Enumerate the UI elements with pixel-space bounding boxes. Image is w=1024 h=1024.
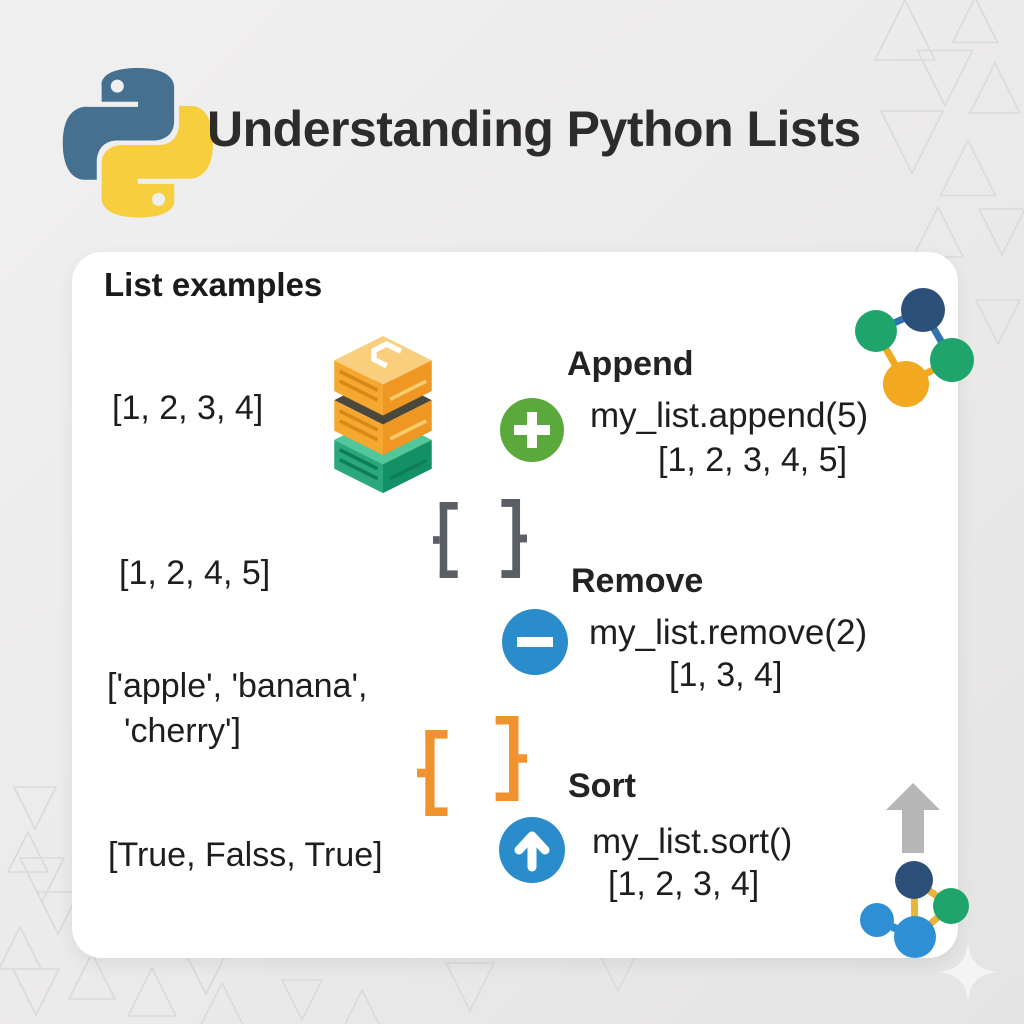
arrow-up-icon: [499, 817, 565, 883]
list-example-numbers: [1, 2, 3, 4]: [112, 389, 264, 427]
plus-icon: [500, 398, 564, 462]
python-logo: [62, 68, 213, 218]
curly-brace-left-orange-icon: [417, 730, 454, 816]
sparkle-icon: [938, 942, 998, 1002]
network-nodes-icon: [855, 288, 974, 407]
minus-icon: [502, 609, 568, 675]
append-result: [1, 2, 3, 4, 5]: [658, 441, 848, 479]
sort-result: [1, 2, 3, 4]: [608, 865, 760, 903]
list-example-strings-line2: 'cherry']: [124, 711, 241, 750]
curly-brace-right-orange-icon: [489, 716, 527, 801]
curly-brace-right-icon: [496, 499, 527, 578]
append-code: my_list.append(5): [590, 396, 869, 435]
list-example-numbers-2: [1, 2, 4, 5]: [119, 554, 271, 592]
list-example-strings: ['apple', 'banana', 'cherry']: [107, 664, 367, 754]
curly-brace-left-icon: [433, 502, 463, 578]
remove-label: Remove: [571, 562, 704, 600]
sort-label: Sort: [568, 767, 636, 805]
list-example-booleans: [True, Falss, True]: [108, 836, 383, 874]
stacked-boxes-icon: [334, 336, 432, 494]
list-example-strings-line1: ['apple', 'banana',: [107, 667, 368, 705]
arrow-up-icon-gray: [886, 783, 940, 853]
page-title: Understanding Python Lists: [207, 101, 861, 157]
remove-code: my_list.remove(2): [589, 613, 868, 652]
append-label: Append: [567, 345, 694, 383]
remove-result: [1, 3, 4]: [669, 656, 783, 694]
card-heading: List examples: [104, 266, 323, 303]
sort-code: my_list.sort(): [592, 822, 793, 861]
network-nodes-icon-bottom: [860, 861, 969, 958]
